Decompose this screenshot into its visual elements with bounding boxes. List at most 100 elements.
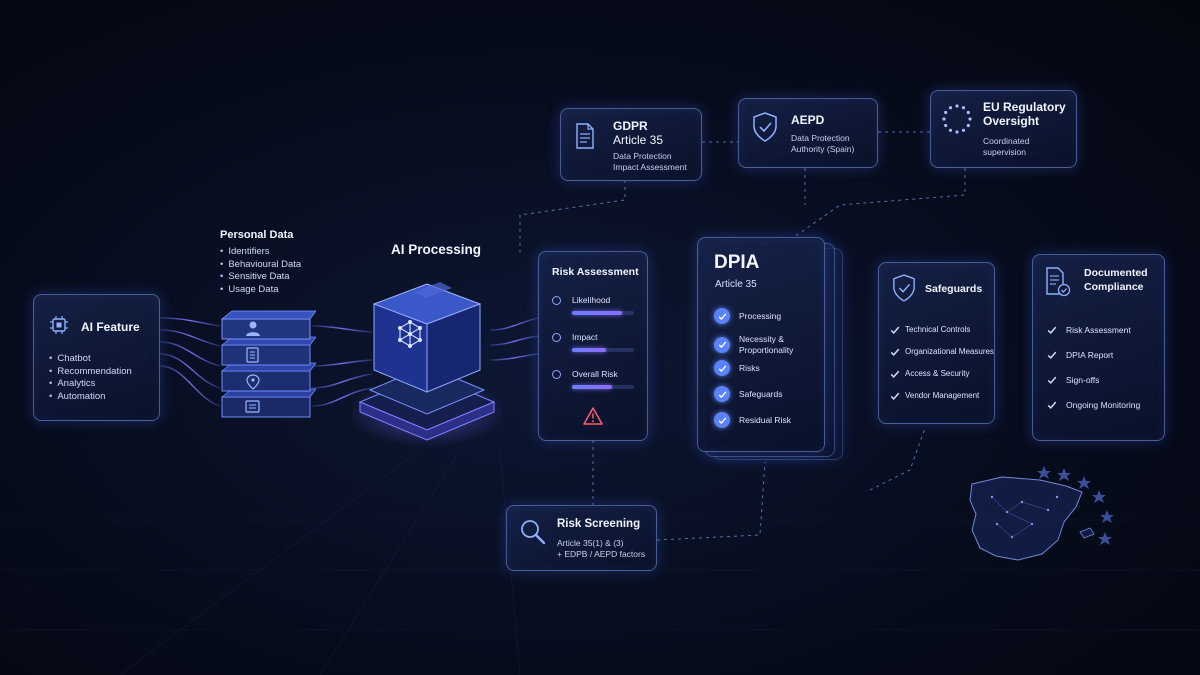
risk-factor-label: Likelihood — [572, 295, 611, 305]
dpia-subtitle: Article 35 — [715, 279, 757, 290]
check-icon — [890, 370, 900, 379]
spain-map-icon — [969, 466, 1114, 561]
dpia-check-item: Safeguards — [714, 386, 782, 402]
risk-screening-desc-1: Article 35(1) & (3) — [557, 538, 624, 548]
list-item: Chatbot — [49, 353, 132, 366]
compliance-label: DPIA Report — [1066, 350, 1114, 360]
check-circle-icon — [714, 412, 730, 428]
risk-level-fill — [572, 385, 613, 389]
eu-desc-2: supervision — [983, 147, 1026, 157]
gdpr-article-35-card[interactable]: GDPR Article 35 Data Protection Impact A… — [560, 108, 702, 181]
form-icon — [245, 400, 260, 413]
documented-title-1: Documented — [1084, 267, 1148, 279]
personal-data-stack — [220, 310, 316, 418]
dpia-item-label: Safeguards — [739, 388, 783, 399]
user-icon — [246, 321, 260, 336]
personal-data-title: Personal Data — [220, 229, 294, 241]
dpia-item-label: Residual Risk — [739, 414, 791, 425]
aepd-card[interactable]: AEPD Data Protection Authority (Spain) — [738, 98, 878, 168]
eu-stars-icon — [942, 104, 972, 134]
gdpr-desc-1: Data Protection — [613, 151, 672, 161]
check-circle-icon — [714, 360, 730, 376]
gdpr-subtitle: Article 35 — [613, 133, 664, 147]
list-item: Recommendation — [49, 366, 131, 379]
check-icon — [718, 341, 726, 349]
location-pin-icon — [246, 374, 260, 390]
compliance-label: Risk Assessment — [1066, 325, 1131, 335]
check-circle-icon — [714, 336, 730, 353]
check-circle-icon — [714, 386, 730, 402]
eu-desc-1: Coordinated — [983, 136, 1030, 146]
safeguard-label: Vendor Management — [905, 391, 980, 400]
safeguard-label: Technical Controls — [905, 325, 971, 334]
safeguard-item: Access & Security — [890, 369, 969, 380]
list-item: Sensitive Data — [220, 271, 301, 284]
check-icon — [718, 364, 726, 372]
dpia-check-item: Residual Risk — [714, 412, 791, 428]
list-item: Analytics — [49, 378, 132, 391]
shield-check-icon — [753, 112, 777, 142]
check-icon — [890, 326, 900, 335]
risk-screening-desc-2: + EDPB / AEPD factors — [557, 549, 646, 559]
safeguard-item: Vendor Management — [890, 391, 979, 402]
safeguard-label: Access & Security — [905, 369, 970, 378]
document-check-icon — [1046, 267, 1071, 297]
risk-screening-card[interactable]: Risk Screening Article 35(1) & (3) + EDP… — [506, 505, 657, 571]
safeguard-item: Organizational Measures — [890, 347, 994, 358]
compliance-label: Sign-offs — [1066, 375, 1100, 385]
ai-processing-title: AI Processing — [391, 242, 482, 257]
compliance-item: Ongoing Monitoring — [1047, 400, 1140, 411]
check-icon — [718, 312, 726, 320]
aepd-title: AEPD — [791, 113, 825, 127]
risk-factor-label: Overall Risk — [572, 369, 618, 379]
gdpr-title: GDPR — [613, 119, 648, 133]
document-icon — [246, 347, 259, 363]
risk-factor-label: Impact — [572, 332, 598, 342]
risk-screening-title: Risk Screening — [557, 518, 641, 530]
compliance-label: Ongoing Monitoring — [1066, 400, 1141, 410]
list-item: Behavioural Data — [220, 259, 301, 272]
eu-title-2: Oversight — [983, 114, 1040, 128]
dpia-title: DPIA — [714, 252, 760, 273]
risk-assessment-title: Risk Assessment — [552, 266, 639, 278]
check-icon — [718, 390, 726, 398]
eu-title-1: EU Regulatory — [983, 100, 1066, 114]
check-icon — [718, 416, 726, 424]
data-layer — [220, 362, 316, 392]
safeguard-item: Technical Controls — [890, 325, 970, 336]
ai-processing-cube — [352, 282, 502, 447]
safeguard-label: Organizational Measures — [905, 347, 994, 356]
compliance-item: DPIA Report — [1047, 350, 1113, 361]
check-icon — [1047, 376, 1057, 385]
aepd-desc-2: Authority (Spain) — [791, 144, 855, 154]
document-icon — [576, 123, 594, 149]
magnifier-icon — [521, 520, 546, 545]
risk-level-marker — [552, 333, 561, 342]
aepd-desc-1: Data Protection — [791, 133, 850, 143]
data-layer — [220, 388, 316, 418]
check-icon — [890, 392, 900, 401]
list-item: Identifiers — [220, 246, 301, 259]
ai-feature-list: Chatbot Recommendation Analytics Automat… — [49, 353, 132, 404]
list-item: Automation — [49, 391, 132, 404]
risk-level-marker — [552, 296, 561, 305]
personal-data-label: Personal Data Identifiers Behavioural Da… — [220, 228, 301, 296]
warning-icon — [583, 407, 603, 425]
eu-regulatory-oversight-card[interactable]: EU Regulatory Oversight Coordinated supe… — [930, 90, 1077, 168]
dpia-check-item: Processing — [714, 308, 781, 324]
risk-level-bar — [572, 385, 634, 389]
ai-feature-card[interactable]: AI Feature Chatbot Recommendation Analyt… — [33, 294, 160, 421]
ai-feature-title: AI Feature — [81, 320, 140, 334]
risk-level-bar — [572, 348, 634, 352]
risk-level-fill — [572, 311, 622, 315]
dpia-item-label: Necessity & — [739, 334, 784, 344]
list-item: Usage Data — [220, 284, 301, 297]
dpia-check-item: Necessity &Proportionality — [714, 334, 793, 355]
risk-level-bar — [572, 311, 634, 315]
data-layer — [220, 310, 316, 340]
